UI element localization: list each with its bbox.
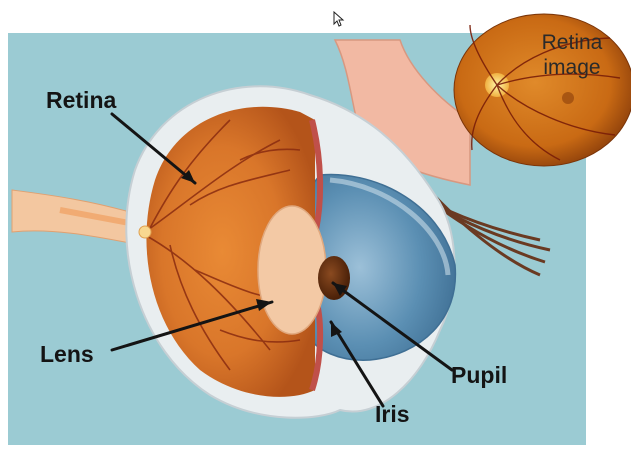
retina-image-caption-line2: image bbox=[524, 55, 620, 80]
lens bbox=[258, 206, 326, 334]
label-pupil: Pupil bbox=[451, 364, 507, 387]
mouse-pointer-icon bbox=[333, 11, 345, 27]
label-retina: Retina bbox=[46, 89, 116, 112]
retina-image-caption-line1: Retina bbox=[524, 30, 620, 55]
label-iris: Iris bbox=[375, 403, 410, 426]
retina-image-caption: Retina image bbox=[524, 30, 620, 80]
label-lens: Lens bbox=[40, 343, 94, 366]
